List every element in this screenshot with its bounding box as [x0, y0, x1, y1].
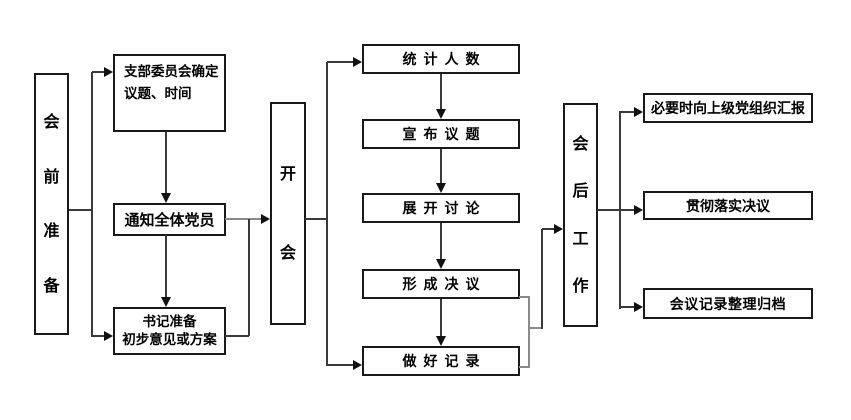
- connector-branch-to-implement: [620, 209, 635, 211]
- box-keep-records: 做好记录: [362, 346, 520, 376]
- arrowhead-into-implement: [634, 205, 643, 215]
- hold-meeting-stage-label: 开会: [279, 164, 296, 262]
- connector-branch-to-archive: [620, 306, 635, 308]
- arrowhead-into-secretary-top: [161, 297, 171, 307]
- arrowhead-into-announce: [436, 109, 446, 119]
- connector-branch-to-record: [327, 364, 354, 366]
- pre-meeting-stage-label: 会前准备: [43, 111, 60, 296]
- connector-secretary-riser: [248, 219, 250, 336]
- connector-join-to-riser: [529, 327, 543, 329]
- connector-branch-to-topics: [92, 71, 105, 73]
- arrowhead-into-record: [353, 360, 362, 370]
- box-committee-sets-topics: 支部委员会确定 议题、时间: [113, 54, 226, 132]
- connector-meeting-branch-line: [326, 62, 328, 366]
- connector-notify-to-secretary: [165, 235, 167, 298]
- box-archive-minutes: 会议记录整理归档: [643, 288, 813, 319]
- connector-announce-to-discuss: [440, 149, 442, 184]
- notify-all-members-label: 通知全体党员: [124, 211, 215, 229]
- box-hold-meeting-stage: 开会: [270, 102, 306, 325]
- connector-count-to-announce: [440, 74, 442, 110]
- connector-exit-join-line: [528, 297, 530, 368]
- connector-branch-to-count: [327, 61, 354, 63]
- arrowhead-into-archive: [634, 302, 643, 312]
- arrowhead-into-post-stage: [554, 224, 563, 234]
- box-implement-resolution: 贯彻落实决议: [643, 191, 813, 220]
- connector-record-exit: [519, 366, 530, 368]
- arrowhead-into-count: [353, 57, 362, 67]
- connector-meeting-to-branch: [305, 218, 327, 220]
- connector-discuss-to-resolve: [440, 223, 442, 260]
- box-count-attendance: 统计人数: [362, 44, 520, 74]
- box-open-discussion: 展开讨论: [362, 193, 520, 223]
- box-notify-all-members: 通知全体党员: [113, 203, 226, 236]
- connector-branch-to-secretary: [92, 335, 105, 337]
- announce-topics-label: 宣布议题: [402, 127, 487, 143]
- arrowhead-into-secretary: [104, 331, 113, 341]
- arrowhead-into-topics: [104, 67, 113, 77]
- keep-records-label: 做好记录: [402, 354, 487, 370]
- box-secretary-prepares-plan: 书记准备 初步意见或方案: [113, 307, 226, 355]
- implement-resolution-label: 贯彻落实决议: [686, 198, 770, 215]
- arrowhead-into-notify: [161, 193, 171, 203]
- arrowhead-into-report: [634, 107, 643, 117]
- arrowhead-into-meeting-stage: [261, 214, 270, 224]
- archive-minutes-label: 会议记录整理归档: [669, 296, 787, 313]
- box-pre-meeting-stage: 会前准备: [34, 73, 69, 335]
- arrowhead-into-discuss: [436, 183, 446, 193]
- connector-notify-to-meeting: [225, 218, 262, 220]
- connector-resolve-exit: [519, 296, 530, 298]
- box-post-meeting-stage: 会后工作: [563, 103, 598, 327]
- box-form-resolution: 形成决议: [362, 269, 520, 299]
- connector-topics-to-notify: [165, 132, 167, 194]
- connector-secretary-to-riser: [225, 335, 249, 337]
- connector-post-to-branch: [597, 209, 620, 211]
- box-report-to-higher-org: 必要时向上级党组织汇报: [643, 93, 813, 123]
- arrowhead-into-record-top: [436, 336, 446, 346]
- count-attendance-label: 统计人数: [402, 52, 487, 68]
- post-meeting-stage-label: 会后工作: [572, 134, 589, 295]
- report-to-higher-org-label: 必要时向上级党组织汇报: [651, 101, 805, 117]
- connector-resolve-to-record: [440, 299, 442, 337]
- form-resolution-label: 形成决议: [402, 277, 487, 293]
- connector-pre-branch-line: [91, 72, 93, 337]
- open-discussion-label: 展开讨论: [402, 201, 487, 217]
- secretary-prepares-plan-label: 书记准备 初步意见或方案: [122, 313, 217, 348]
- connector-pre-stage-to-branch: [69, 209, 92, 211]
- arrowhead-into-resolve: [436, 259, 446, 269]
- connector-branch-to-report: [620, 111, 635, 113]
- connector-post-riser: [541, 229, 543, 329]
- committee-sets-topics-label: 支部委员会确定 议题、时间: [124, 64, 219, 102]
- box-announce-topics: 宣布议题: [362, 119, 520, 149]
- connector-riser-to-post: [542, 228, 555, 230]
